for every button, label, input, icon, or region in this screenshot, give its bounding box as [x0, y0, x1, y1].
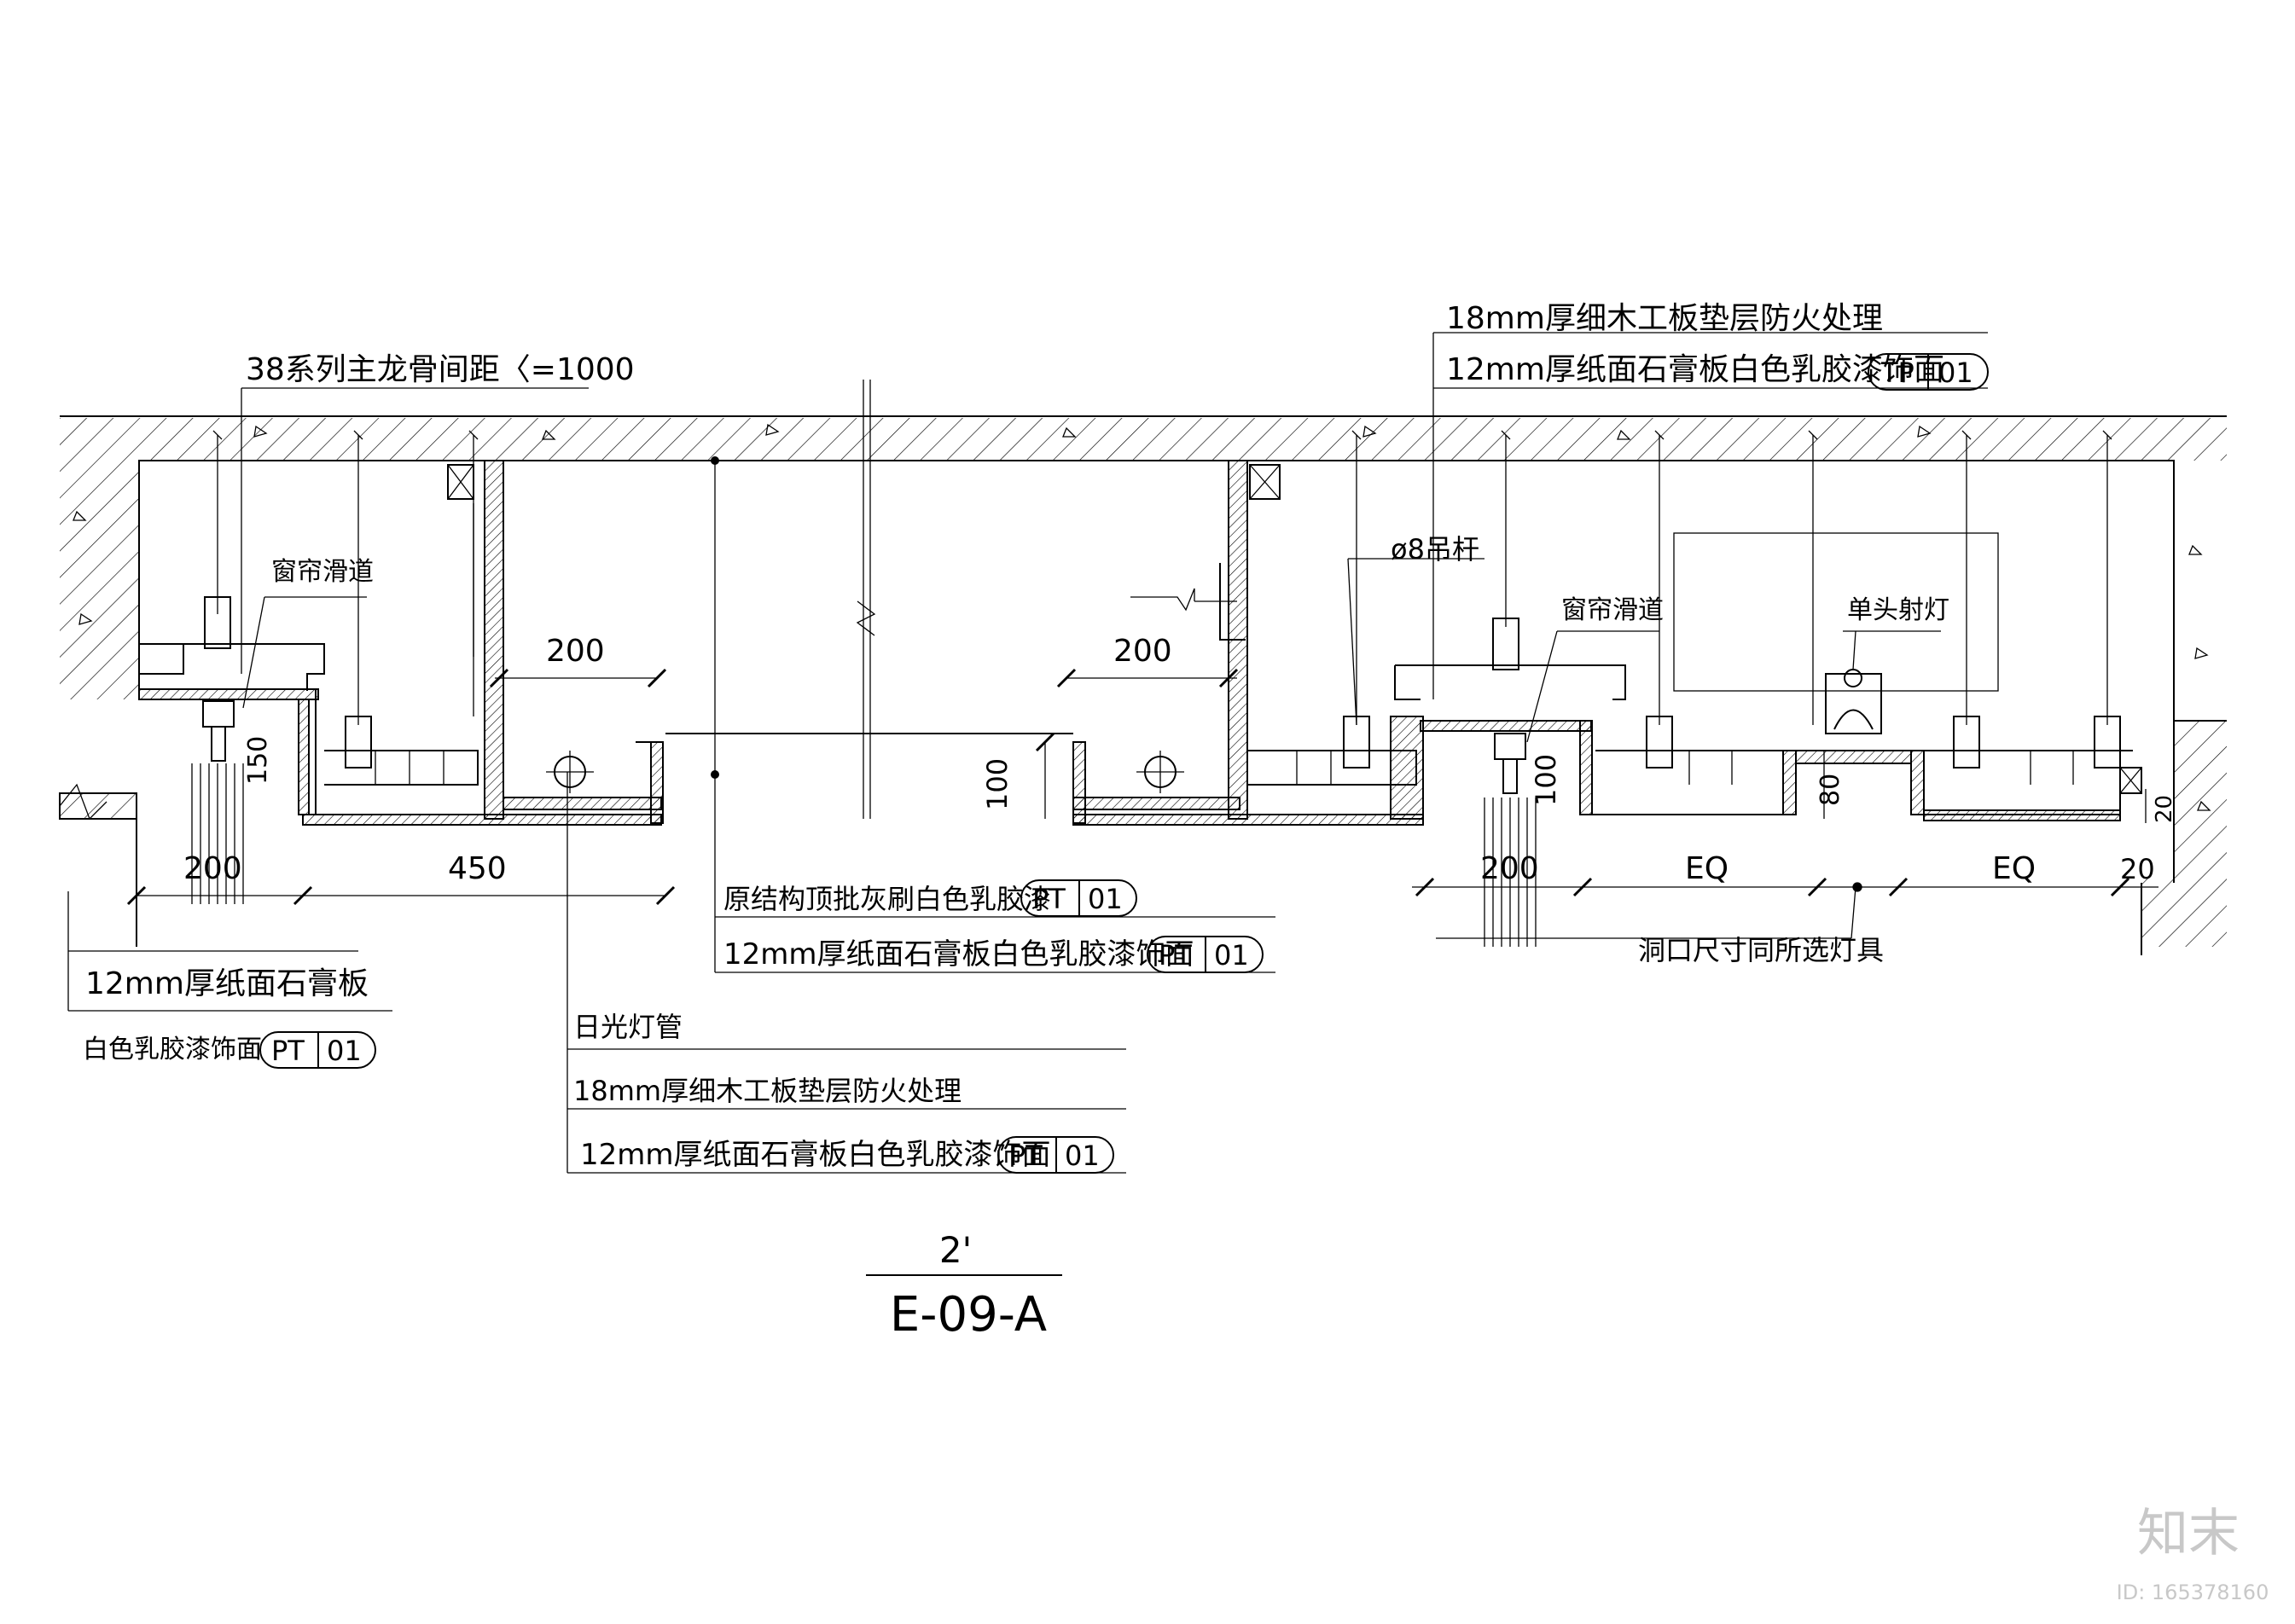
note-center-2: 12mm厚纸面石膏板白色乳胶漆饰面: [723, 937, 1194, 972]
tag-pt01-center-1: PT 01: [1020, 879, 1137, 917]
note-left-1: 12mm厚纸面石膏板: [85, 966, 369, 1001]
rod-label: ø8吊杆: [1391, 533, 1479, 566]
svg-text:01: 01: [1065, 1140, 1100, 1172]
dim-20-a: 20: [2120, 853, 2155, 885]
spotlight-section: [1592, 532, 2142, 821]
svg-text:PT: PT: [1009, 1140, 1043, 1172]
break-line: [856, 380, 876, 819]
right-light-trough: [1072, 460, 1424, 826]
svg-text:01: 01: [1214, 939, 1249, 972]
dim-100-b: 100: [1530, 754, 1562, 806]
svg-text:TP: TP: [1880, 357, 1914, 389]
drawing-number: 2': [939, 1229, 972, 1271]
watermark-id: ID: 165378160: [2117, 1580, 2269, 1604]
dim-200-b: 200: [1113, 634, 1172, 669]
opening-note: 洞口尺寸同所选灯具: [1638, 934, 1884, 966]
dim-200-right: 200: [1480, 851, 1539, 886]
svg-text:01: 01: [1088, 883, 1123, 915]
dim-450: 450: [448, 851, 507, 886]
keel-brackets: [204, 596, 2121, 768]
dim-20-b: 20: [2152, 795, 2177, 823]
sheet-number: E-09-A: [890, 1287, 1047, 1343]
tag-pt01-left: PT 01: [259, 1031, 376, 1069]
note-bottom-2: 12mm厚纸面石膏板白色乳胶漆饰面: [580, 1138, 1051, 1172]
tag-tp01-top: TP 01: [1868, 353, 1989, 391]
drawing-reference: 2' E-09-A: [866, 1229, 1062, 1343]
svg-text:PT: PT: [1032, 883, 1066, 915]
left-curtain-pocket: [138, 643, 325, 904]
dim-eq-b: EQ: [1992, 851, 2036, 886]
right-curtain-pocket: [1390, 664, 1626, 947]
svg-text:PT: PT: [1159, 939, 1192, 972]
watermark-logo: 知末: [2137, 1504, 2240, 1563]
main-keel-label: 38系列主龙骨间距〈=1000: [246, 352, 635, 387]
structure-slab: [59, 415, 2227, 955]
note-left-2: 白色乳胶漆饰面: [83, 1035, 262, 1064]
dim-150: 150: [243, 736, 273, 785]
svg-text:01: 01: [327, 1035, 362, 1067]
dim-80: 80: [1816, 774, 1845, 806]
svg-text:01: 01: [1938, 357, 1973, 389]
curtain-track-right-label: 窗帘滑道: [1561, 595, 1664, 625]
dim-200-left: 200: [183, 851, 242, 886]
dim-100-a: 100: [981, 758, 1014, 810]
dimension-lines: [126, 668, 2158, 906]
left-light-trough: [302, 460, 664, 826]
dim-200-a: 200: [546, 634, 605, 669]
note-center-1: 原结构顶批灰刷白色乳胶漆: [723, 883, 1051, 915]
note-bottom-1: 18mm厚细木工板垫层防火处理: [573, 1075, 962, 1107]
note-top-right-2: 12mm厚纸面石膏板白色乳胶漆饰面: [1446, 352, 1944, 387]
tag-pt01-bottom: PT 01: [997, 1136, 1114, 1174]
fluorescent-label: 日光灯管: [573, 1011, 683, 1043]
tag-pt01-center-2: PT 01: [1147, 936, 1264, 973]
dim-eq-a: EQ: [1685, 851, 1729, 886]
svg-text:PT: PT: [271, 1035, 305, 1067]
note-top-right-1: 18mm厚细木工板垫层防火处理: [1446, 301, 1883, 336]
curtain-track-left-label: 窗帘滑道: [271, 557, 374, 587]
spotlight-label: 单头射灯: [1847, 595, 1949, 625]
watermark: 知末 ID: 165378160: [2117, 1504, 2269, 1604]
